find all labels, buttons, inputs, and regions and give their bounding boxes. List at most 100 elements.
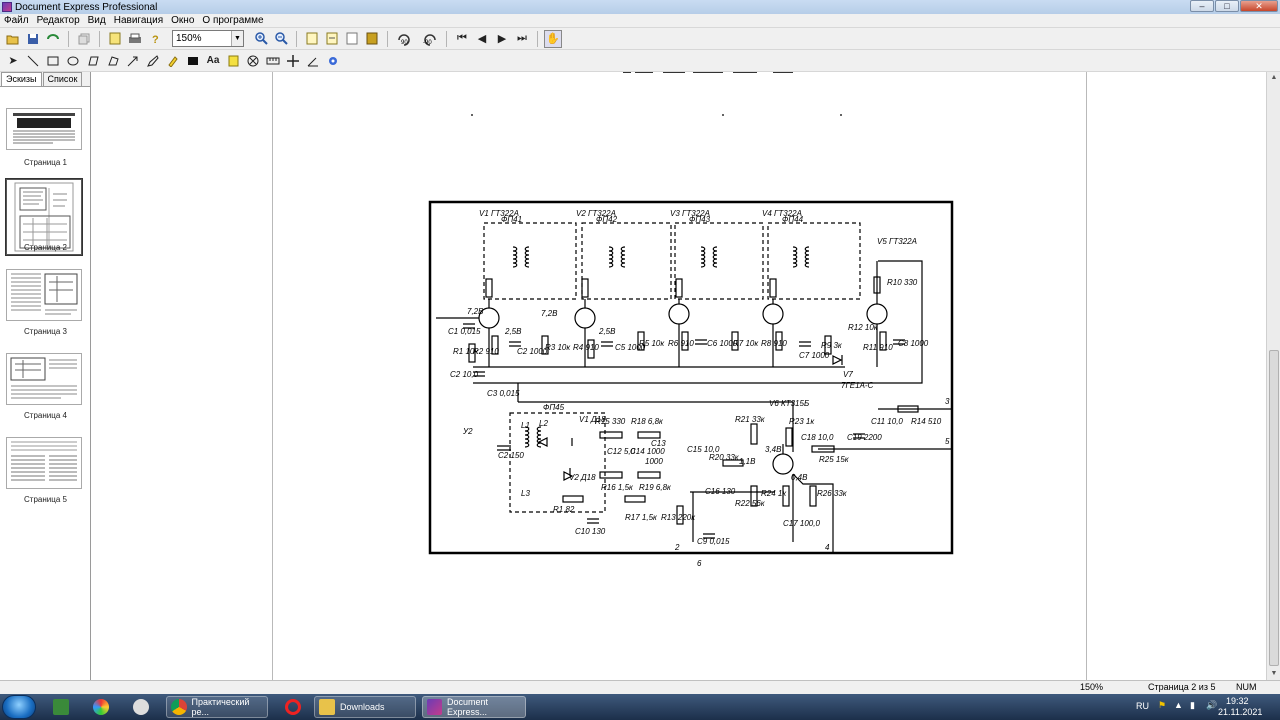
expand-tray-icon[interactable]: ▲ — [1174, 700, 1183, 710]
print-icon[interactable] — [126, 30, 144, 48]
clock-time[interactable]: 19:32 — [1226, 696, 1249, 706]
save-icon[interactable] — [24, 30, 42, 48]
text-tool-icon[interactable]: Aa — [206, 55, 220, 66]
rotate-right-icon[interactable]: -90 — [418, 30, 440, 48]
tab-list[interactable]: Список — [42, 72, 83, 86]
svg-text:C14 1000: C14 1000 — [630, 447, 665, 456]
start-button[interactable] — [2, 695, 36, 719]
stamp-icon[interactable] — [244, 52, 262, 70]
minimize-button[interactable]: – — [1190, 0, 1214, 12]
thumbnail-page-4[interactable] — [6, 353, 82, 405]
fit-width-icon[interactable] — [323, 30, 341, 48]
first-page-icon[interactable]: ⏮ — [457, 32, 467, 44]
menu-navigation[interactable]: Навигация — [113, 15, 164, 26]
taskbar-chrome-window[interactable]: Практический ре... — [166, 696, 268, 718]
menu-about[interactable]: О программе — [202, 15, 264, 26]
pen-icon[interactable] — [144, 52, 162, 70]
note-icon[interactable] — [224, 52, 242, 70]
svg-text:L2: L2 — [539, 419, 548, 428]
svg-text:ФП44: ФП44 — [782, 215, 804, 224]
thumbnail-page-3[interactable] — [6, 269, 82, 321]
taskbar-chrome-label: Практический ре... — [191, 697, 250, 717]
svg-text:L3: L3 — [521, 489, 530, 498]
maximize-button[interactable]: □ — [1215, 0, 1239, 12]
flag-icon[interactable]: ⚑ — [1158, 700, 1167, 710]
book-icon[interactable] — [363, 30, 381, 48]
open-icon[interactable] — [4, 30, 22, 48]
zoom-select[interactable]: 150% ▼ — [172, 30, 244, 47]
ellipse-icon[interactable] — [64, 52, 82, 70]
language-indicator[interactable]: RU — [1136, 701, 1149, 711]
clock-date[interactable]: 21.11.2021 — [1218, 707, 1263, 717]
thumbnail-page-5[interactable] — [6, 437, 82, 489]
svg-text:R21 33к: R21 33к — [735, 415, 766, 424]
refresh-icon[interactable] — [44, 30, 62, 48]
fit-page-icon[interactable] — [303, 30, 321, 48]
scrollbar-thumb[interactable] — [1269, 350, 1279, 666]
document-icon[interactable] — [106, 30, 124, 48]
explorer-pinned-icon[interactable] — [48, 696, 74, 718]
scroll-up-icon[interactable]: ▲ — [1270, 74, 1278, 81]
previous-page-icon[interactable]: ◀ — [477, 33, 487, 45]
measure-icon[interactable] — [264, 52, 282, 70]
status-bar: 150% Страница 2 из 5 NUM — [0, 680, 1280, 694]
menu-window[interactable]: Окно — [171, 15, 195, 26]
opera-pinned-icon[interactable] — [280, 696, 306, 718]
crosshair-icon[interactable] — [284, 52, 302, 70]
zoom-out-icon[interactable] — [272, 30, 290, 48]
chevron-down-icon[interactable]: ▼ — [231, 31, 243, 46]
thumbnail-label: Страница 4 — [24, 411, 67, 420]
svg-text:C17 100,0: C17 100,0 — [783, 519, 820, 528]
thumbnail-page-2[interactable] — [5, 178, 83, 256]
thumbnail-page-1[interactable] — [6, 108, 82, 150]
scroll-down-icon[interactable]: ▼ — [1270, 670, 1278, 677]
line-icon[interactable] — [24, 52, 42, 70]
taskbar-document-express-window[interactable]: Document Express... — [422, 696, 526, 718]
close-button[interactable]: ✕ — [1240, 0, 1278, 12]
zoom-value: 150% — [176, 33, 202, 44]
angle-icon[interactable] — [304, 52, 322, 70]
svg-text:R15 330: R15 330 — [595, 417, 626, 426]
actual-size-icon[interactable] — [343, 30, 361, 48]
app-pinned-icon[interactable] — [88, 696, 114, 718]
svg-text:7,2В: 7,2В — [467, 307, 484, 316]
fill-rect-icon[interactable] — [184, 52, 202, 70]
copy-icon[interactable] — [75, 30, 93, 48]
arrow-icon[interactable] — [124, 52, 142, 70]
menu-view[interactable]: Вид — [87, 15, 106, 26]
freeform-icon[interactable] — [104, 52, 122, 70]
svg-text:V2 ГТ322А: V2 ГТ322А — [576, 209, 616, 218]
rectangle-icon[interactable] — [44, 52, 62, 70]
hand-tool-icon[interactable]: ✋ — [544, 29, 562, 48]
pointer-icon[interactable]: ➤ — [8, 55, 18, 67]
svg-text:R10 330: R10 330 — [887, 278, 918, 287]
last-page-icon[interactable]: ⏭ — [517, 32, 527, 44]
tab-thumbnails[interactable]: Эскизы — [1, 72, 42, 86]
svg-text:R12 10к: R12 10к — [848, 323, 879, 332]
window-title: Document Express Professional — [15, 1, 158, 13]
zoom-in-icon[interactable] — [252, 30, 270, 48]
settings-icon[interactable] — [324, 52, 342, 70]
network-icon[interactable]: ▮ — [1190, 700, 1195, 710]
rotate-left-icon[interactable]: 90 — [394, 30, 416, 48]
thumbnail-label: Страница 3 — [24, 327, 67, 336]
highlighter-icon[interactable] — [164, 52, 182, 70]
svg-text:3: 3 — [945, 397, 950, 406]
polygon-icon[interactable] — [84, 52, 102, 70]
help-icon[interactable]: ? — [146, 30, 164, 48]
pinned-app-icon[interactable] — [128, 696, 154, 718]
menu-edit[interactable]: Редактор — [36, 15, 80, 26]
svg-text:V7: V7 — [843, 370, 853, 379]
volume-icon[interactable]: 🔊 — [1206, 700, 1218, 710]
taskbar-downloads-window[interactable]: Downloads — [314, 696, 416, 718]
next-page-icon[interactable]: ▶ — [497, 33, 507, 45]
svg-text:R25 15к: R25 15к — [819, 455, 850, 464]
thumbnail-panel: Эскизы Список Страница 1 Страница 2 Стра… — [0, 72, 91, 680]
taskbar-document-express-label: Document Express... — [446, 697, 488, 717]
thumbnail-label: Страница 5 — [24, 495, 67, 504]
svg-text:1000: 1000 — [645, 457, 663, 466]
vertical-scrollbar[interactable]: ▲ ▼ — [1266, 72, 1280, 680]
menu-file[interactable]: Файл — [4, 15, 29, 26]
